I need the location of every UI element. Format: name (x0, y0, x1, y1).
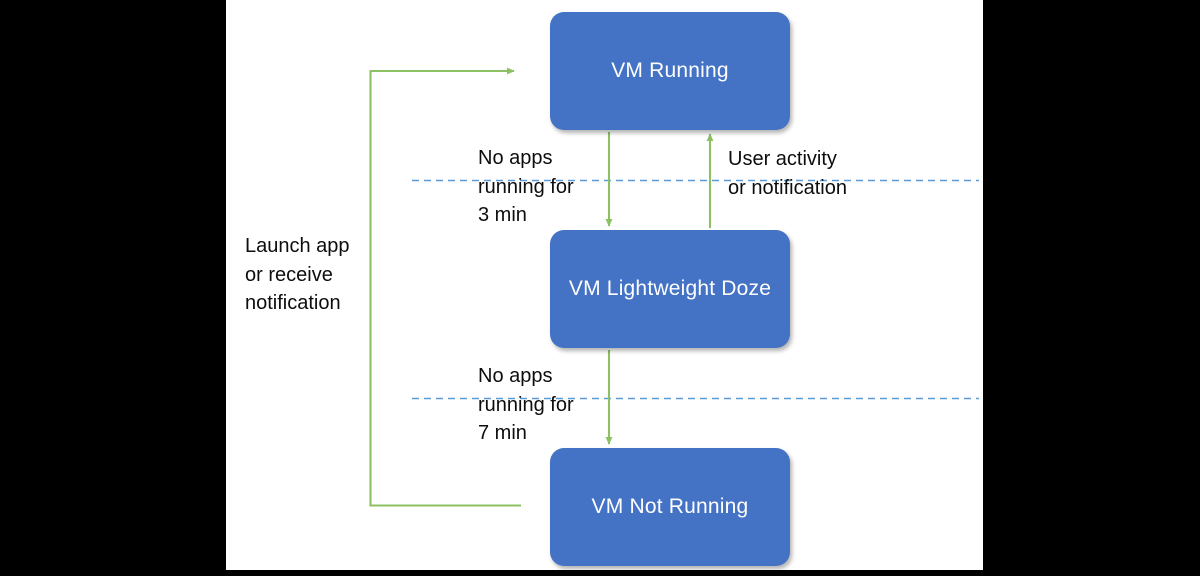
state-label-vm-lightweight-doze: VM Lightweight Doze (568, 276, 772, 300)
transition-label-not-running-to-running: Launch app or receive notification (245, 235, 350, 314)
state-label-vm-not-running: VM Not Running (591, 494, 749, 518)
state-label-vm-running: VM Running (611, 58, 729, 82)
transition-label-doze-to-not-running: No apps running for 7 min (478, 365, 574, 444)
state-box-vm-lightweight-doze[interactable]: VM Lightweight Doze (550, 230, 790, 348)
diagram-canvas: VM Running VM Lightweight Doze VM Not Ru… (226, 0, 983, 570)
transition-label-running-to-doze: No apps running for 3 min (478, 147, 574, 226)
state-box-vm-not-running[interactable]: VM Not Running (550, 448, 790, 566)
transition-label-doze-to-running: User activity or notification (728, 148, 847, 199)
state-box-vm-running[interactable]: VM Running (550, 12, 790, 130)
